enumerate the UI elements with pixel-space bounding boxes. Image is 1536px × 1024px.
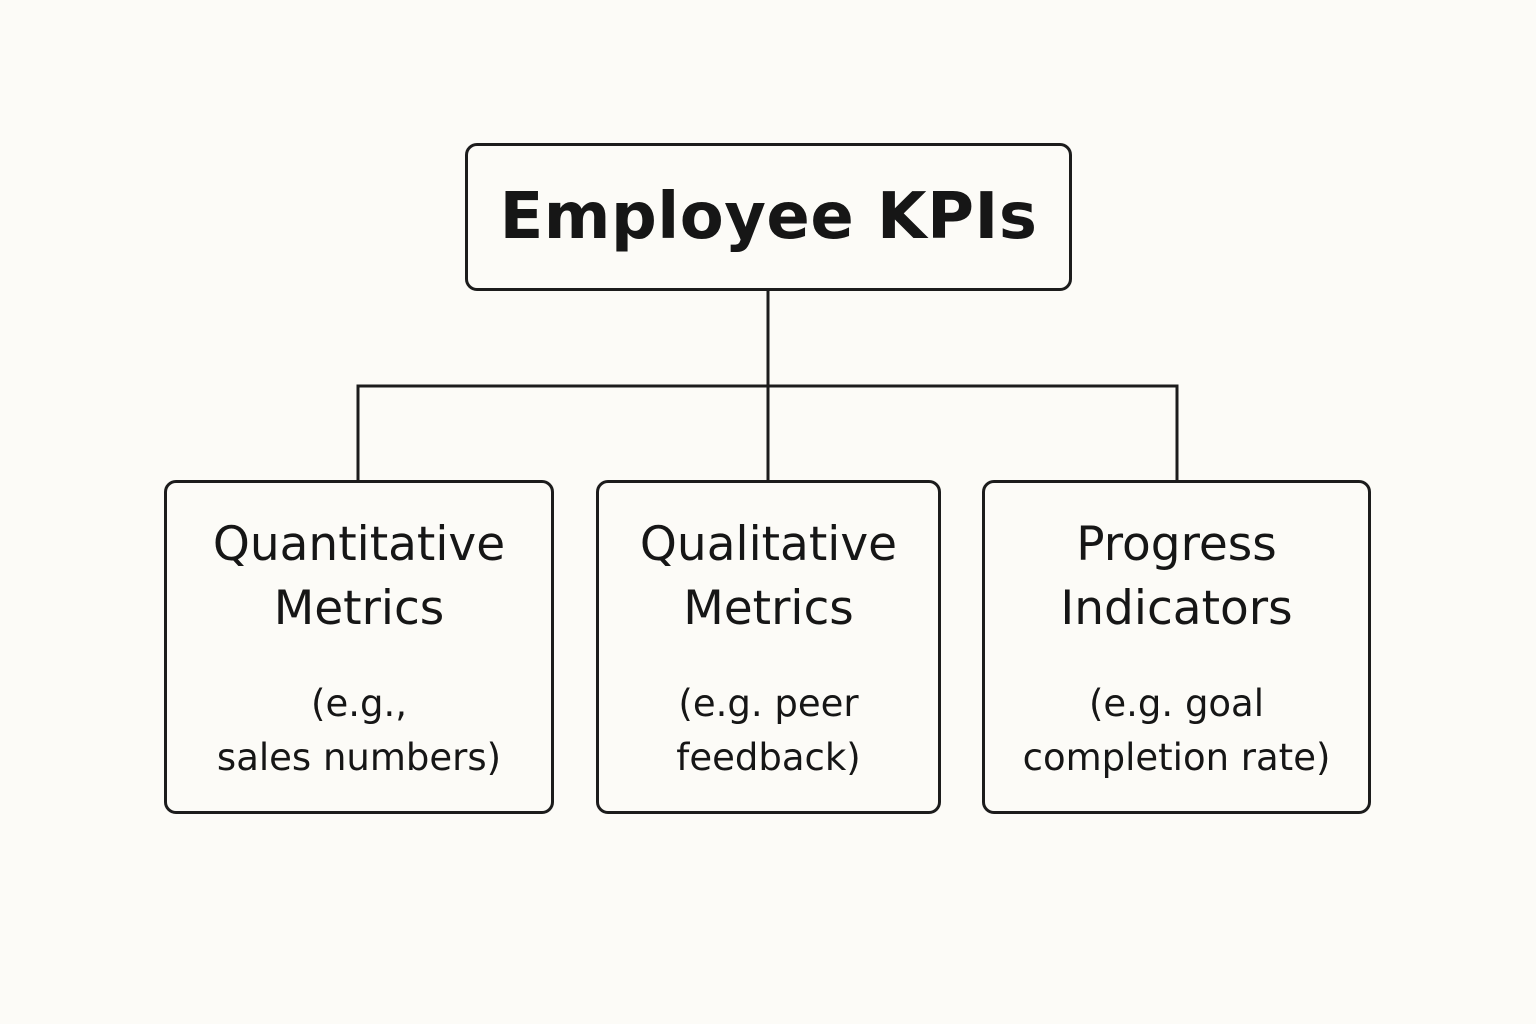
node-title-line: Qualitative xyxy=(639,517,898,572)
node-example-line: (e.g., xyxy=(311,682,407,725)
node-title-line: Quantitative xyxy=(212,517,506,572)
node-example-line: (e.g. goal xyxy=(1088,682,1265,725)
node-example: (e.g. peer feedback) xyxy=(676,677,860,785)
node-title-line: Metrics xyxy=(273,581,445,636)
root-node-label: Employee KPIs xyxy=(499,180,1038,254)
node-title: Progress Indicators xyxy=(1060,513,1292,641)
node-example: (e.g. goal completion rate) xyxy=(1023,677,1331,785)
node-title: Qualitative Metrics xyxy=(640,513,897,641)
node-example-line: feedback) xyxy=(676,736,861,779)
node-example-line: completion rate) xyxy=(1022,736,1331,779)
node-example: (e.g., sales numbers) xyxy=(217,677,501,785)
node-quantitative-metrics: Quantitative Metrics (e.g., sales number… xyxy=(164,480,554,814)
node-title-line: Progress xyxy=(1076,517,1277,572)
root-node-employee-kpis: Employee KPIs xyxy=(465,143,1072,291)
node-title-line: Indicators xyxy=(1060,581,1293,636)
node-title-line: Metrics xyxy=(683,581,854,636)
node-title: Quantitative Metrics xyxy=(213,513,505,641)
node-qualitative-metrics: Qualitative Metrics (e.g. peer feedback) xyxy=(596,480,941,814)
node-progress-indicators: Progress Indicators (e.g. goal completio… xyxy=(982,480,1371,814)
node-example-line: (e.g. peer xyxy=(678,682,859,725)
node-example-line: sales numbers) xyxy=(216,736,502,779)
